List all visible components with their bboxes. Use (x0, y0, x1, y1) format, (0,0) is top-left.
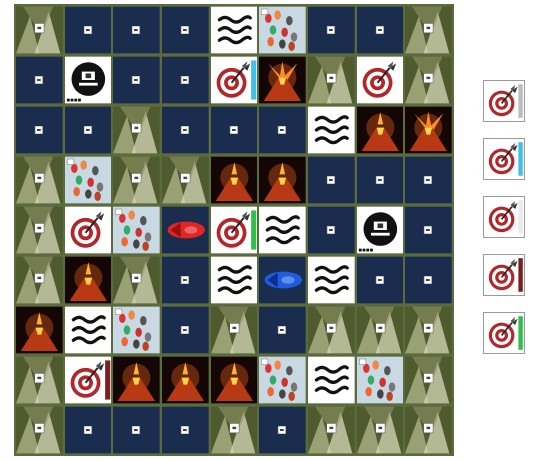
empty-tile[interactable] (357, 256, 404, 304)
empty-tile[interactable] (16, 106, 63, 154)
storm-tile[interactable] (308, 106, 355, 154)
grass-tile[interactable] (405, 356, 452, 404)
grass-tile[interactable] (405, 406, 452, 454)
empty-tile[interactable] (405, 206, 452, 254)
empty-tile[interactable] (308, 156, 355, 204)
grass-tile[interactable] (16, 156, 63, 204)
volcano-tile[interactable] (113, 356, 160, 404)
grass-tile[interactable] (16, 356, 63, 404)
map-tile[interactable] (259, 6, 306, 54)
storm-tile[interactable] (211, 6, 258, 54)
empty-tile[interactable] (113, 56, 160, 104)
volcano-eruption-tile[interactable] (259, 56, 306, 104)
grass-tile[interactable] (308, 306, 355, 354)
grass-tile[interactable] (405, 56, 452, 104)
empty-tile[interactable] (162, 6, 209, 54)
target-tile-red[interactable] (65, 356, 112, 404)
volcano-tile[interactable] (211, 356, 258, 404)
volcano-tile[interactable] (259, 156, 306, 204)
target-card-icon[interactable] (483, 196, 525, 238)
red-arrow-piece[interactable] (162, 206, 209, 254)
map-tile[interactable] (259, 356, 306, 404)
empty-tile[interactable] (162, 56, 209, 104)
grass-tile[interactable] (113, 156, 160, 204)
map-tile[interactable] (65, 156, 112, 204)
timer-tile[interactable] (65, 56, 112, 104)
grass-tile[interactable] (16, 406, 63, 454)
storm-tile[interactable] (308, 356, 355, 404)
map-tile[interactable] (357, 356, 404, 404)
volcano-tile[interactable] (211, 156, 258, 204)
storm-tile[interactable] (65, 306, 112, 354)
grass-tile[interactable] (357, 406, 404, 454)
empty-tile[interactable] (357, 6, 404, 54)
grass-tile[interactable] (405, 306, 452, 354)
empty-tile[interactable] (211, 106, 258, 154)
empty-tile[interactable] (16, 56, 63, 104)
grass-tile[interactable] (16, 6, 63, 54)
grass-tile[interactable] (113, 256, 160, 304)
grass-tile[interactable] (405, 6, 452, 54)
grass-tile[interactable] (113, 106, 160, 154)
volcano-tile[interactable] (357, 106, 404, 154)
target-tile[interactable] (357, 56, 404, 104)
empty-tile[interactable] (162, 256, 209, 304)
empty-tile[interactable] (405, 256, 452, 304)
grass-tile[interactable] (16, 256, 63, 304)
target-tile-cyan[interactable] (211, 56, 258, 104)
empty-tile[interactable] (259, 106, 306, 154)
timer-tile[interactable] (357, 206, 404, 254)
volcano-tile[interactable] (16, 306, 63, 354)
empty-tile[interactable] (162, 106, 209, 154)
target-card-icon[interactable] (483, 138, 525, 180)
grass-tile[interactable] (211, 306, 258, 354)
empty-tile[interactable] (65, 106, 112, 154)
grass-tile[interactable] (308, 56, 355, 104)
empty-tile[interactable] (308, 6, 355, 54)
empty-tile[interactable] (405, 156, 452, 204)
empty-tile[interactable] (308, 206, 355, 254)
target-card-icon[interactable] (483, 80, 525, 122)
empty-tile[interactable] (113, 406, 160, 454)
storm-tile[interactable] (308, 256, 355, 304)
grass-tile[interactable] (308, 406, 355, 454)
target-card-panel (483, 80, 525, 360)
target-card-icon[interactable] (483, 254, 525, 296)
grass-tile[interactable] (162, 156, 209, 204)
empty-tile[interactable] (162, 406, 209, 454)
empty-tile[interactable] (357, 156, 404, 204)
map-tile[interactable] (113, 206, 160, 254)
map-tile[interactable] (113, 306, 160, 354)
grass-tile[interactable] (16, 206, 63, 254)
target-tile[interactable] (65, 206, 112, 254)
volcano-tile[interactable] (162, 356, 209, 404)
storm-tile[interactable] (259, 206, 306, 254)
volcano-tile[interactable] (65, 256, 112, 304)
empty-tile[interactable] (259, 306, 306, 354)
empty-tile[interactable] (162, 306, 209, 354)
empty-tile[interactable] (259, 406, 306, 454)
blue-arrow-piece[interactable] (259, 256, 306, 304)
target-card-icon[interactable] (483, 312, 525, 354)
empty-tile[interactable] (65, 6, 112, 54)
target-tile-green[interactable] (211, 206, 258, 254)
grass-tile[interactable] (211, 406, 258, 454)
empty-tile[interactable] (65, 406, 112, 454)
volcano-eruption-tile[interactable] (405, 106, 452, 154)
grass-tile[interactable] (357, 306, 404, 354)
empty-tile[interactable] (113, 6, 160, 54)
game-board (14, 4, 454, 456)
storm-tile[interactable] (211, 256, 258, 304)
